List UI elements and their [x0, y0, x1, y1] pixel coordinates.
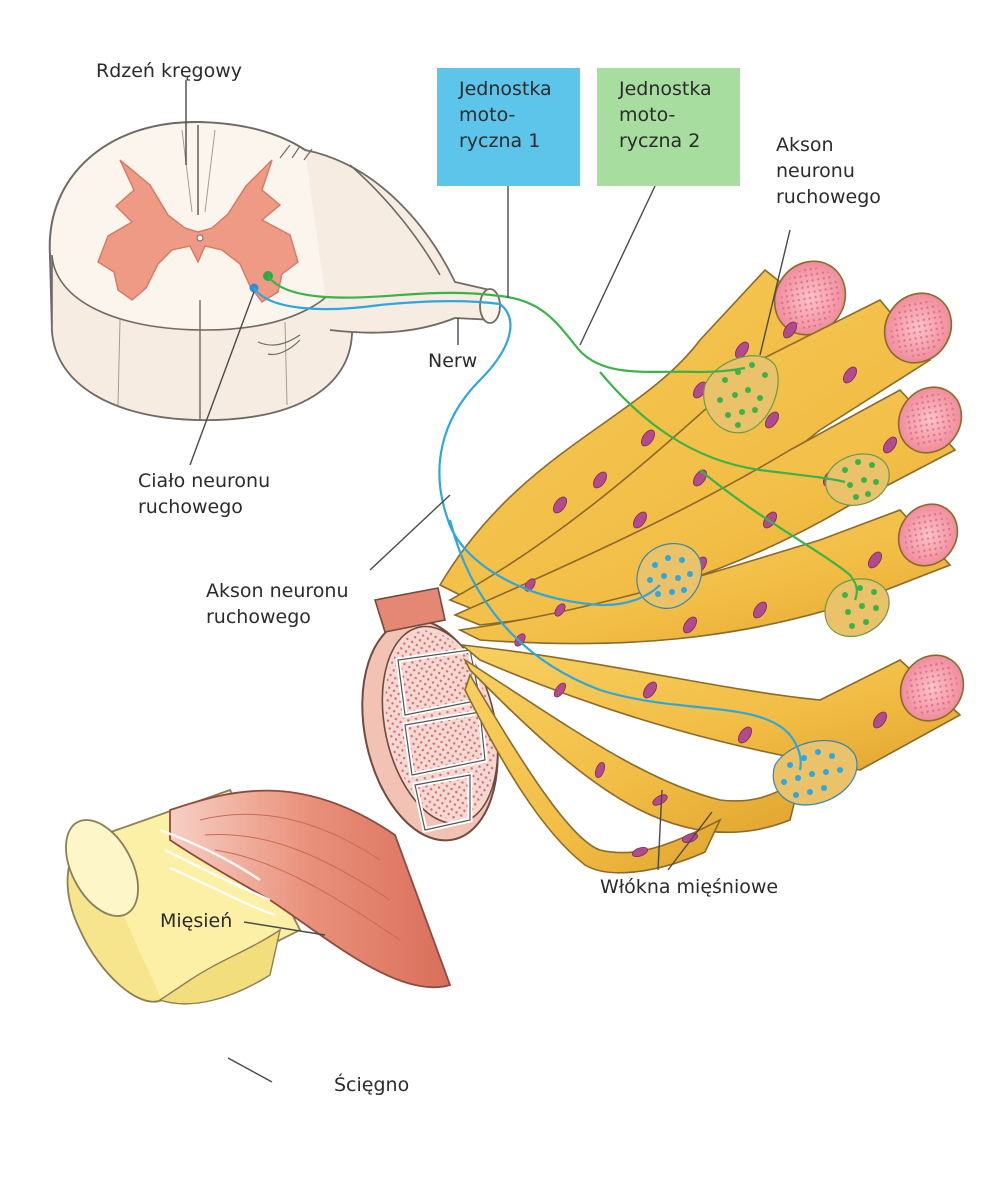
cell-body-line-1: Ciało neuronu	[138, 468, 270, 494]
axon-middle-line-2: ruchowego	[206, 604, 348, 630]
axon-top-line-1: Akson	[776, 132, 881, 158]
motor-unit-2-line-2: moto-	[619, 102, 730, 128]
muscle-fibers-label: Włókna mięśniowe	[600, 874, 778, 900]
axon-top-line-3: ruchowego	[776, 184, 881, 210]
motor-unit-1-label: Jednostka moto- ryczna 1	[437, 68, 580, 186]
muscle-fibers	[440, 247, 976, 872]
tendon-label: Ścięgno	[334, 1072, 409, 1098]
axon-middle-label: Akson neuronu ruchowego	[206, 578, 348, 630]
motor-unit-2-line-3: ryczna 2	[619, 128, 730, 154]
motor-unit-2-label: Jednostka moto- ryczna 2	[597, 68, 740, 186]
cell-body-label: Ciało neuronu ruchowego	[138, 468, 270, 520]
motor-unit-1-line-1: Jednostka	[459, 76, 570, 102]
cell-body-line-2: ruchowego	[138, 494, 270, 520]
motor-unit-1-line-3: ryczna 1	[459, 128, 570, 154]
muscle-and-tendon	[51, 588, 517, 1004]
axon-middle-line-1: Akson neuronu	[206, 578, 348, 604]
spinal-cord-section	[50, 122, 500, 420]
axon-top-line-2: neuronu	[776, 158, 881, 184]
motor-unit-2-line-1: Jednostka	[619, 76, 730, 102]
muscle-label: Mięsień	[160, 908, 232, 934]
axon-top-label: Akson neuronu ruchowego	[776, 132, 881, 210]
motor-unit-1-line-2: moto-	[459, 102, 570, 128]
nerve-label: Nerw	[428, 348, 477, 374]
spinal-cord-label: Rdzeń kręgowy	[96, 58, 242, 84]
